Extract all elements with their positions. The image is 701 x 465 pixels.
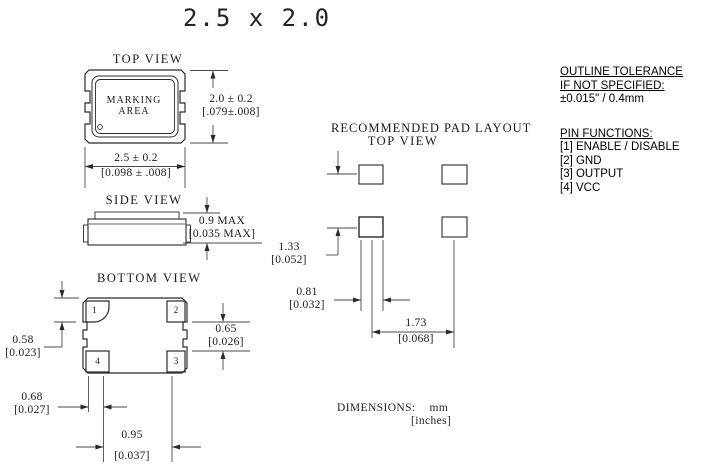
dimensions-note-label: DIMENSIONS: — [337, 402, 416, 414]
side-view-label: SIDE VIEW — [105, 193, 183, 207]
pin-function-3: [3] OUTPUT — [560, 168, 624, 180]
pad-number-3: 3 — [173, 356, 179, 366]
pad-layout-drawing — [358, 164, 468, 238]
outline-tolerance-value: ±0.015" / 0.4mm — [560, 93, 644, 105]
dim-top-view-width: 2.5 ± 0.2 [0.098 ± .008] — [101, 152, 171, 179]
bottom-pad-4 — [85, 350, 110, 373]
pad-layout-title-line1: RECOMMENDED PAD LAYOUT — [331, 121, 532, 135]
dimensions-note-unit-inches: [inches] — [411, 415, 452, 427]
top-view-package-outline — [84, 69, 186, 144]
outline-tolerance-heading-line1: OUTLINE TOLERANCE — [560, 66, 683, 78]
pin-function-1: [1] ENABLE / DISABLE — [560, 141, 680, 153]
dimensions-note: DIMENSIONS: mm — [337, 402, 448, 414]
layout-pad-top-right — [441, 164, 468, 185]
pin-function-4: [4] VCC — [560, 181, 601, 194]
bottom-view-drawing — [82, 297, 188, 374]
bottom-pad-1 — [85, 300, 110, 323]
layout-pad-bottom-left — [358, 216, 384, 238]
top-view-drawing — [84, 69, 186, 144]
side-view-dimensions — [183, 197, 262, 260]
dim-058: 0.58 [0.023] — [5, 334, 41, 359]
pad-number-1: 1 — [92, 305, 97, 315]
pin-functions-heading: PIN FUNCTIONS: — [560, 127, 653, 140]
side-view-body — [87, 218, 187, 246]
top-view-dimensions — [84, 70, 228, 188]
dim-068: 0.68 [0.027] — [14, 391, 50, 416]
dim-095: 0.95 [0.037] — [114, 429, 150, 462]
layout-pad-top-left — [358, 164, 384, 185]
marking-area-label: MARKING AREA — [106, 95, 162, 117]
dim-173: 1.73 [0.068] — [398, 317, 434, 345]
top-view-lid-outer — [91, 75, 179, 138]
pin-function-2: [2] GND — [560, 154, 602, 167]
dim-081: 0.81 [0.032] — [289, 286, 325, 311]
bottom-view-dimensions — [44, 281, 250, 462]
pad-layout-dimensions — [326, 151, 455, 348]
bottom-pad-3 — [166, 350, 186, 373]
arrowheads — [85, 70, 216, 169]
pad-layout-title-line2: TOP VIEW — [367, 134, 439, 148]
dim-065: 0.65 [0.026] — [208, 323, 244, 348]
dimensions-note-unit-mm: mm — [429, 402, 449, 414]
page-title: 2.5 x 2.0 — [182, 4, 332, 32]
bottom-pad-2 — [166, 300, 186, 323]
dim-top-view-height: 2.0 ± 0.2 [.079±.008] — [202, 93, 260, 118]
pad-number-2: 2 — [173, 305, 179, 315]
notes-panel: OUTLINE TOLERANCE IF NOT SPECIFIED: ±0.0… — [560, 66, 701, 195]
layout-pad-bottom-right — [441, 216, 468, 238]
dim-side-view-height: 0.9 MAX [0.035 MAX] — [188, 215, 256, 240]
top-view-lid-inner — [95, 79, 175, 134]
pin1-indicator-dot — [97, 124, 103, 130]
dim-133: 1.33 [0.052] — [271, 241, 307, 266]
outline-tolerance-heading-line2: IF NOT SPECIFIED: — [560, 79, 665, 92]
arrowheads — [59, 290, 226, 450]
arrowheads — [335, 166, 454, 335]
side-view-lid — [94, 211, 180, 220]
arrowheads — [204, 205, 210, 251]
side-view-drawing — [83, 211, 191, 246]
side-view-left-pad — [83, 224, 89, 243]
bottom-view-label: BOTTOM VIEW — [97, 271, 202, 285]
pad-number-4: 4 — [95, 356, 100, 366]
top-view-label: TOP VIEW — [112, 52, 184, 66]
side-view-right-pad — [185, 224, 191, 243]
